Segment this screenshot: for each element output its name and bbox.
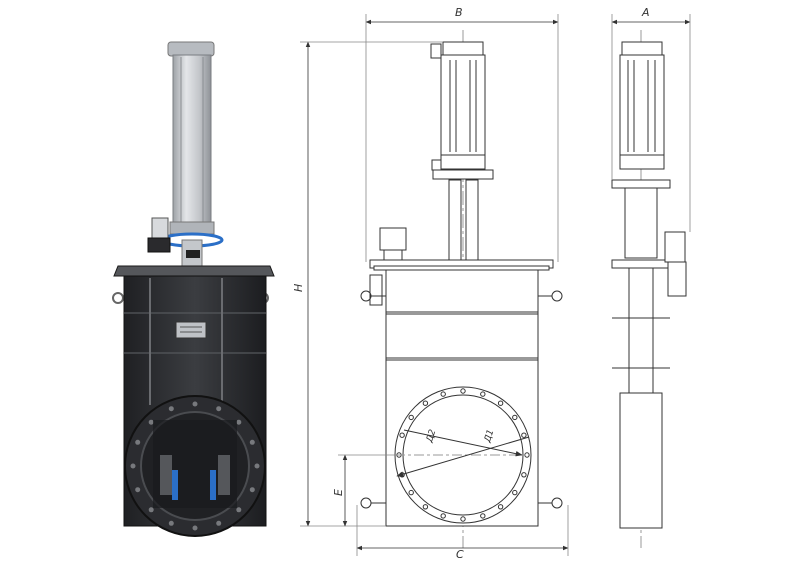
front-solenoid <box>379 227 407 251</box>
flange-bolt <box>236 419 242 425</box>
nameplate <box>175 321 207 339</box>
flange-bolt <box>422 504 429 510</box>
side-body <box>619 392 663 529</box>
flange-bolt <box>460 388 466 394</box>
flange-bolt <box>168 406 174 412</box>
front-body <box>385 269 539 527</box>
flange-bolt <box>135 487 141 493</box>
flange-bolt <box>216 406 222 412</box>
flange-bolt <box>440 513 446 519</box>
blue-gate-guide-right <box>210 470 216 500</box>
flange-bolt <box>216 520 222 526</box>
flange-bolt <box>192 401 198 407</box>
blue-gate-guide-left <box>172 470 178 500</box>
d2-line <box>396 436 530 477</box>
dim-d1-label: Д1 <box>483 428 497 444</box>
flange-bolt <box>254 463 260 469</box>
flange-bolt <box>130 463 136 469</box>
flange-bolt <box>399 432 405 438</box>
front-lifting-eye-right-bottom <box>551 497 563 509</box>
lifting-eye-left <box>112 292 124 304</box>
flange-bolt <box>135 439 141 445</box>
flange-bolt <box>521 472 527 478</box>
side-view <box>611 30 687 548</box>
dim-d2-label: Д2 <box>425 428 439 444</box>
dim-a-label: A <box>641 6 650 19</box>
dimensions <box>300 14 691 556</box>
front-lifting-eye-left-bottom <box>360 497 372 509</box>
flange-bolt <box>440 391 446 397</box>
flange-bolt <box>480 391 486 397</box>
flange-bolt <box>480 513 486 519</box>
flange-bolt <box>497 504 504 510</box>
dim-c-label: C <box>456 548 464 561</box>
flange-bolt <box>512 489 518 496</box>
flange-bolt <box>249 439 255 445</box>
front-view <box>360 30 563 548</box>
front-flange-bolts <box>396 388 530 522</box>
d1-line <box>403 429 523 457</box>
dim-e-label: E <box>332 489 345 496</box>
dim-b-label: B <box>455 6 463 19</box>
flange-bolt <box>408 489 414 496</box>
flange-bolt <box>192 525 198 531</box>
pneumatic-cylinder <box>172 54 212 226</box>
front-cylinder-fitting <box>430 43 442 59</box>
flange-bolt <box>422 400 429 406</box>
side-solenoid <box>664 231 686 263</box>
flange-bolt <box>512 414 518 421</box>
flange-bolt <box>460 516 466 522</box>
flange-bolt <box>249 487 255 493</box>
solenoid-fitting <box>151 217 169 239</box>
cylinder-cap <box>167 41 215 57</box>
dim-h-label: H <box>292 284 305 292</box>
flange-bolt <box>497 400 504 406</box>
flange-bolt <box>168 520 174 526</box>
bonnet-plate <box>113 265 275 277</box>
front-lifting-eye-right-top <box>551 290 563 302</box>
flange-bolt <box>408 414 414 421</box>
flange-bolts-render <box>130 401 260 531</box>
flange-bolt <box>148 419 154 425</box>
render-view <box>112 41 275 537</box>
flange-bolt <box>236 507 242 513</box>
flange-bolt <box>148 507 154 513</box>
flange-bolt <box>521 432 527 438</box>
